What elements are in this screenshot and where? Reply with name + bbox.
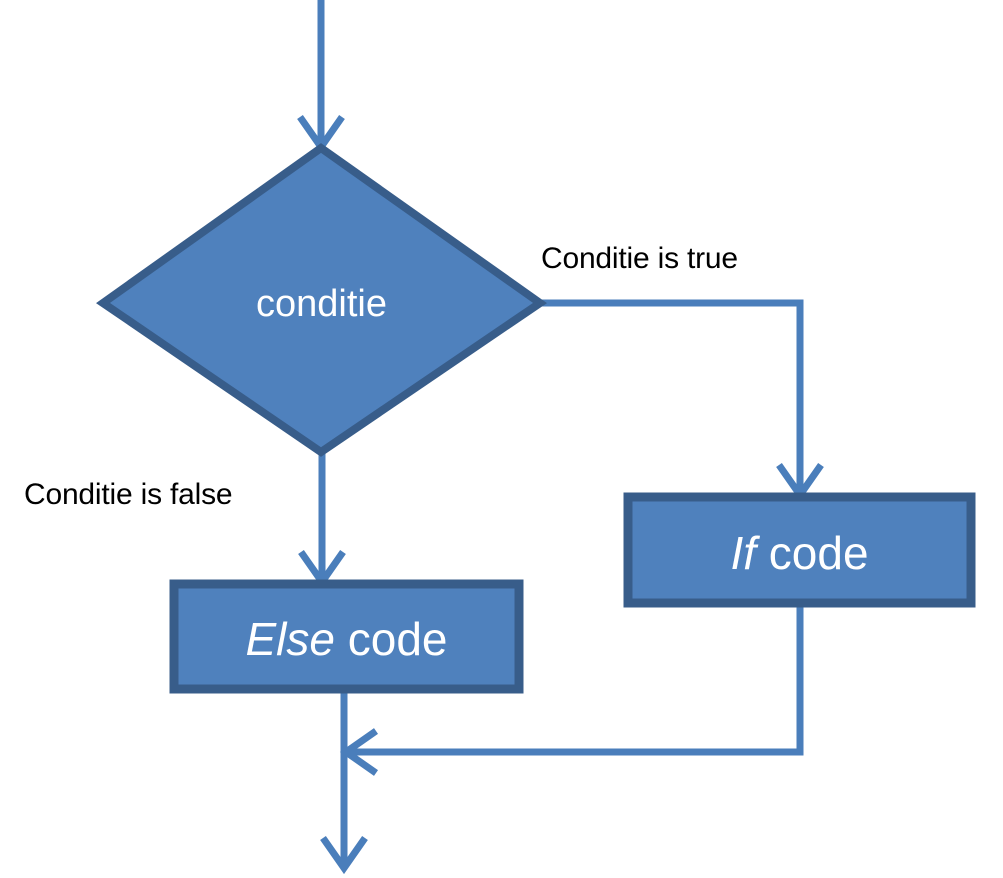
- node-else-code-label: Else code: [170, 613, 523, 665]
- connector-false-branch: [298, 450, 346, 589]
- node-if-code-rest: code: [756, 527, 869, 579]
- node-conditie[interactable]: [96, 143, 548, 457]
- node-if-code-label: If code: [624, 527, 975, 579]
- node-if-code-keyword: If: [730, 527, 757, 579]
- node-else-code-rest: code: [334, 613, 448, 665]
- edge-label-conditie-true: Conditie is true: [541, 242, 738, 275]
- node-else-code-keyword: Else: [245, 613, 335, 665]
- connector-true-branch: [540, 299, 824, 502]
- edge-label-conditie-false: Conditie is false: [24, 478, 233, 511]
- node-conditie-label: conditie: [256, 283, 387, 325]
- node-else-code[interactable]: [169, 579, 524, 694]
- connector-entry: [297, 0, 345, 154]
- node-if-code[interactable]: [623, 492, 976, 608]
- connector-exit: [320, 692, 368, 875]
